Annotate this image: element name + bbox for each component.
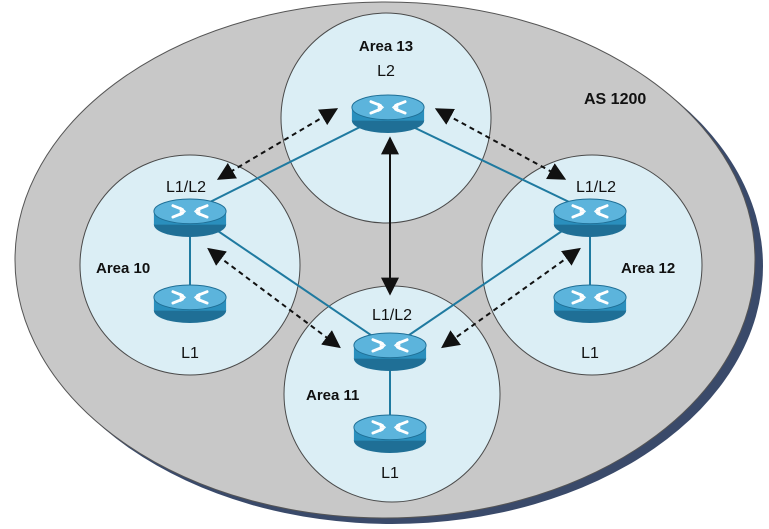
router-icon (350, 93, 426, 135)
adjacency-arrow-12-11 (441, 247, 581, 349)
router-icon (352, 331, 428, 373)
area-12-title: Area 12 (621, 260, 675, 277)
router-icon (552, 283, 628, 325)
area-13-level: L2 (377, 63, 395, 80)
area-10-upper-level: L1/L2 (166, 179, 206, 196)
area-11-lower-level: L1 (381, 465, 399, 482)
area-12-upper-level: L1/L2 (576, 179, 616, 196)
router-icon (152, 283, 228, 325)
area-11-title: Area 11 (306, 387, 359, 404)
as-label: AS 1200 (584, 91, 646, 108)
router-icon (352, 413, 428, 455)
area-12-lower-level: L1 (581, 345, 599, 362)
adjacency-arrow-13-10 (216, 108, 339, 180)
adjacency-arrow-13-12 (434, 108, 567, 180)
area-13-title: Area 13 (359, 38, 413, 55)
router-icon (152, 197, 228, 239)
area-10-lower-level: L1 (181, 345, 199, 362)
area-10-title: Area 10 (96, 260, 150, 277)
router-icon (552, 197, 628, 239)
area-11-upper-level: L1/L2 (372, 307, 412, 324)
